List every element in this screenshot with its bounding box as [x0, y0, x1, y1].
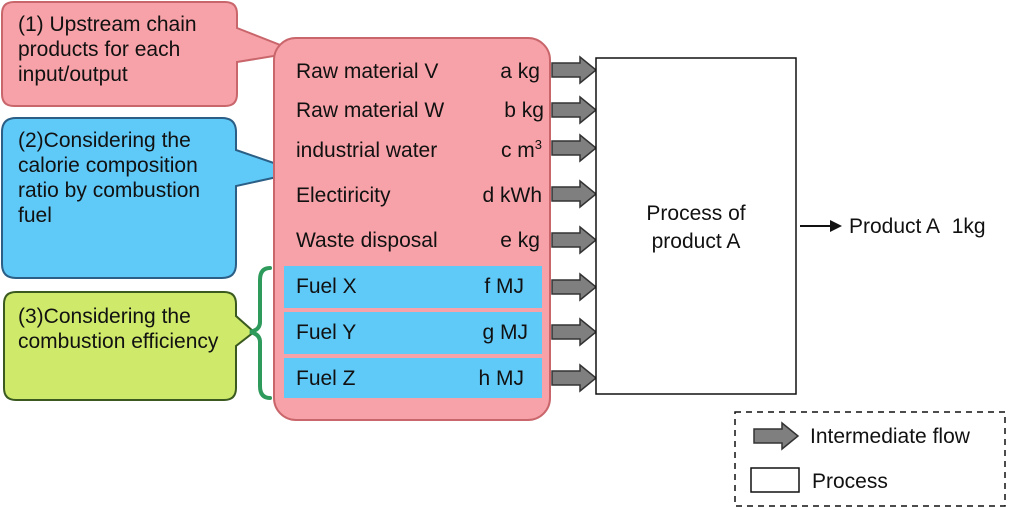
input-arrow-raw-material-v — [551, 55, 598, 85]
fuel-row-z — [284, 358, 542, 398]
legend-process-icon — [750, 467, 800, 493]
input-name-fuel-y: Fuel Y — [296, 321, 357, 344]
process-box — [595, 57, 797, 395]
callout-calorie-text: (2)Considering the calorie composition r… — [18, 129, 201, 227]
callout-efficiency-text: (3)Considering the combustion efficiency — [18, 305, 219, 353]
input-arrows — [551, 55, 598, 393]
input-arrow-electricity — [551, 179, 598, 209]
input-name-raw-material-w: Raw material W — [296, 99, 445, 122]
input-amount-fuel-y: g MJ — [482, 321, 528, 344]
fuel-row-y — [284, 312, 542, 354]
input-name-waste-disposal: Waste disposal — [296, 229, 438, 252]
output-product-amount: 1kg — [951, 215, 986, 238]
input-amount-raw-material-v: a kg — [500, 60, 540, 83]
input-arrow-fuel-y — [551, 317, 598, 347]
input-amount-fuel-x: f MJ — [484, 275, 524, 298]
input-arrow-industrial-water — [551, 133, 598, 163]
fuel-bracket — [249, 266, 272, 400]
input-name-fuel-z: Fuel Z — [296, 367, 356, 390]
fuel-row-x — [284, 266, 542, 308]
cubic-superscript: 3 — [534, 137, 542, 152]
input-amount-industrial-water: c m3 — [500, 137, 542, 162]
input-name-industrial-water: industrial water — [296, 139, 438, 162]
input-arrow-raw-material-w — [551, 95, 598, 125]
input-name-electricity: Electiricity — [296, 184, 391, 207]
callout-calorie-bubble — [1, 117, 304, 279]
process-label-line1: Process of — [646, 202, 746, 225]
process-label-line2: product A — [651, 230, 741, 253]
legend-box — [734, 411, 1006, 507]
input-name-fuel-x: Fuel X — [296, 275, 357, 298]
input-arrow-waste-disposal — [551, 225, 598, 255]
output-product-name: Product A — [849, 215, 941, 238]
legend-flow-label: Intermediate flow — [810, 425, 970, 448]
input-amount-fuel-z: h MJ — [478, 367, 524, 390]
input-amount-waste-disposal: e kg — [500, 229, 540, 252]
input-amount-electricity: d kWh — [482, 184, 542, 207]
input-arrow-fuel-x — [551, 272, 598, 302]
input-arrow-fuel-z — [551, 363, 598, 393]
legend-flow-arrow-icon — [753, 421, 800, 451]
input-name-raw-material-v: Raw material V — [296, 60, 439, 83]
callout-upstream-bubble — [1, 1, 302, 107]
output-arrow-head — [830, 220, 842, 232]
output-product: Product A 1kg — [849, 214, 986, 239]
callout-upstream-text: (1) Upstream chain products for each inp… — [18, 13, 197, 86]
callout-efficiency-bubble — [3, 291, 256, 401]
legend-process-label: Process — [812, 470, 888, 493]
input-amount-raw-material-w: b kg — [504, 99, 544, 122]
process-label: Process of product A — [596, 200, 796, 256]
